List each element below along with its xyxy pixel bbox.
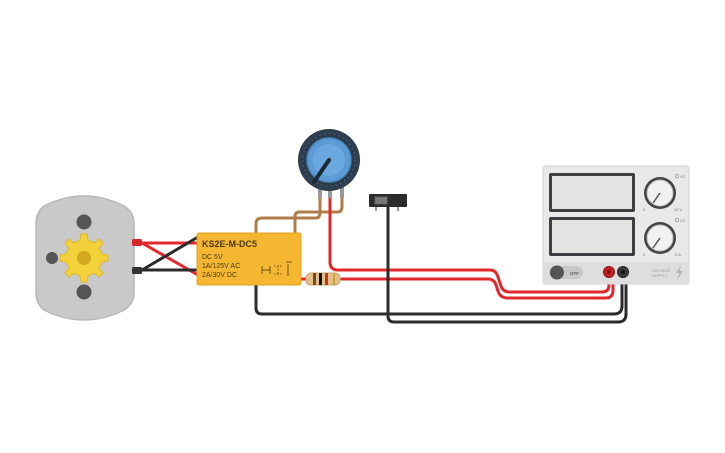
resistor-band-4 <box>333 273 335 285</box>
power-supply[interactable]: VC 0 30 V CC 0 5 A OFF V <box>542 165 690 285</box>
voltage-knob[interactable] <box>644 177 676 209</box>
voltage-indicator-led <box>674 173 680 179</box>
power-toggle-switch[interactable]: OFF <box>549 265 583 280</box>
relay-spec-line-3: 2A/30V DC <box>202 272 237 279</box>
relay-body <box>196 232 302 286</box>
wire-pot-to-supply-positive[interactable] <box>328 194 611 294</box>
slide-switch[interactable] <box>369 194 407 211</box>
current-indicator-led <box>674 217 680 223</box>
wire-motor-black-a[interactable] <box>140 235 200 272</box>
voltage-knob-max: 30 V <box>674 207 683 212</box>
motor-terminal-negative[interactable] <box>132 267 142 274</box>
terminal-positive[interactable] <box>603 266 615 278</box>
switch-slider-grip <box>376 198 386 203</box>
power-switch-label: OFF <box>570 271 579 276</box>
relay-spec-line-2: 1A/125V AC <box>202 263 240 270</box>
supply-display-current-screen <box>552 220 632 253</box>
current-knob[interactable] <box>644 222 676 254</box>
switch-leg-left <box>375 207 377 211</box>
voltage-knob-min: 0 <box>643 207 646 212</box>
switch-leg-right <box>397 207 399 211</box>
relay-spec-line-1: DC 5V <box>202 254 223 261</box>
lightning-icon <box>676 265 683 280</box>
motor-terminal-positive[interactable] <box>132 239 142 246</box>
supply-brand-line-1: VOLTAGE <box>652 268 671 273</box>
wire-relay-to-supply-negative[interactable] <box>254 270 624 316</box>
current-knob-min: 0 <box>643 252 646 257</box>
resistor-band-3 <box>325 273 328 285</box>
wire-resistor-to-supply-positive[interactable] <box>340 270 615 300</box>
voltage-indicator-label: VC <box>680 174 686 179</box>
resistor-band-1 <box>313 273 316 285</box>
relay-part-number: KS2E-M-DC5 <box>202 239 257 249</box>
current-knob-max: 5 A <box>675 252 681 257</box>
wire-relay-to-pot-right[interactable] <box>293 194 344 238</box>
wires <box>140 194 628 324</box>
motor-mount-hole-bottom <box>76 284 92 300</box>
potentiometer[interactable] <box>298 129 360 198</box>
motor-mount-hole-left <box>46 252 58 264</box>
supply-display-voltage-screen <box>552 176 632 209</box>
pot-leg-middle <box>328 186 332 198</box>
wire-switch-to-supply-negative[interactable] <box>386 203 628 324</box>
resistor[interactable] <box>305 272 341 286</box>
pot-leg-right <box>340 186 344 198</box>
supply-brand-line-2: SUPPLY <box>652 273 668 278</box>
dc-motor[interactable] <box>35 195 142 321</box>
pot-pointer <box>312 158 331 184</box>
resistor-band-2 <box>319 273 322 285</box>
gear-icon <box>59 233 109 283</box>
terminal-negative[interactable] <box>617 266 629 278</box>
relay[interactable]: KS2E-M-DC5 DC 5V 1A/125V AC 2A/30V DC <box>196 232 302 286</box>
relay-schematic-icon <box>261 261 292 276</box>
current-indicator-label: CC <box>680 218 686 223</box>
motor-mount-hole-top <box>76 214 92 230</box>
wire-relay-to-pot-left[interactable] <box>254 194 322 238</box>
pot-leg-left <box>318 186 322 198</box>
